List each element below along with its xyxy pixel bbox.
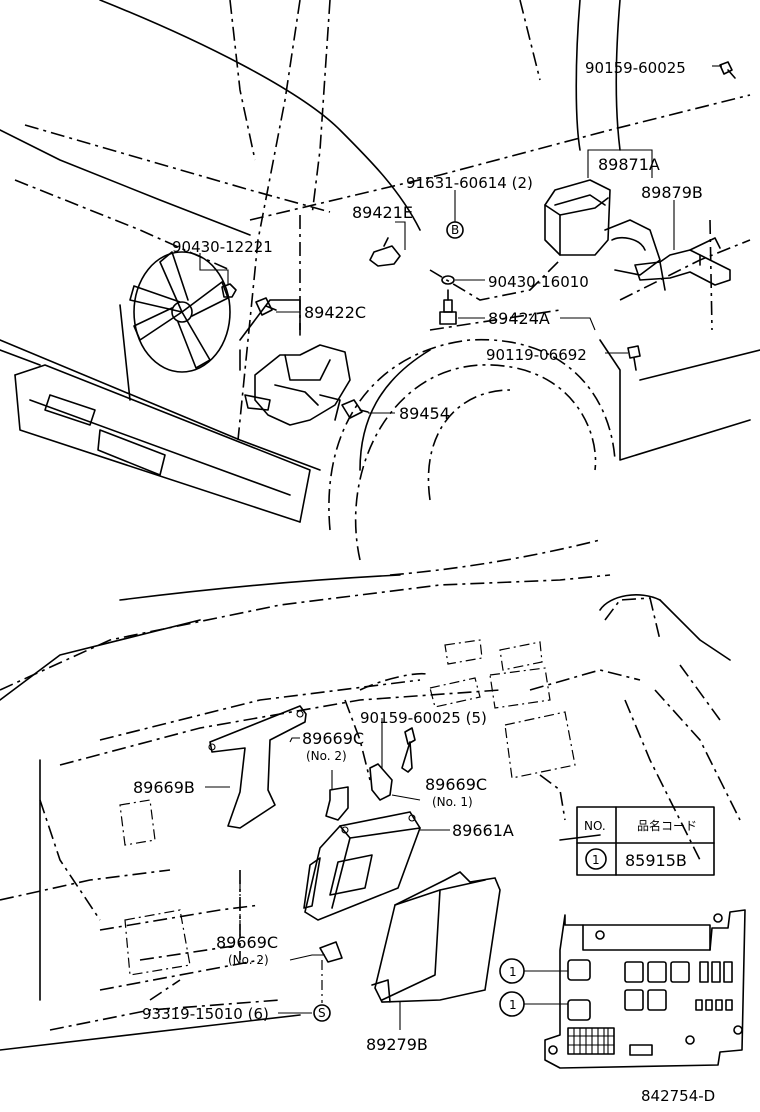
bracket-89669b [208, 705, 307, 829]
label-90159-60025-top: 90159-60025 [585, 59, 686, 77]
label-89661a: 89661A [452, 821, 514, 840]
nut-90430-12221-icon [221, 283, 237, 298]
label-89669c-b-no: (No. 1) [432, 795, 473, 809]
screw-93319-15010 [313, 1004, 331, 1022]
label-93319-15010: 93319-15010 (6) [142, 1005, 269, 1023]
bolt-90119-06692-icon [627, 345, 641, 371]
label-89669b: 89669B [133, 778, 195, 797]
figure-id: 842754-D [641, 1087, 715, 1105]
junction-box [544, 909, 746, 1069]
label-89669c-b: 89669C [425, 775, 487, 794]
label-89669c-a-no: (No. 2) [306, 749, 347, 763]
label-89669c-a: 89669C [302, 729, 364, 748]
sensor-89424a [439, 289, 457, 325]
washer-90430-16010-icon [441, 275, 455, 285]
table-header-code: 品名コード [637, 818, 697, 833]
label-89421e: 89421E [352, 203, 413, 222]
sensor-89454 [341, 399, 369, 419]
table-row-code: 85915B [625, 851, 687, 870]
bolt-90159-60025-icon [719, 61, 736, 79]
circle-one-b-text: 1 [509, 998, 517, 1012]
bracket-89879b [634, 237, 731, 291]
label-89669c-c-no: (No. 2) [228, 953, 269, 967]
label-89871a: 89871A [598, 155, 660, 174]
callout-labels: 90159-60025 89871A 89879B 91631-60614 (2… [133, 59, 715, 1105]
label-90430-16010: 90430-16010 [488, 273, 589, 291]
label-89279b: 89279B [366, 1035, 428, 1054]
label-89454: 89454 [399, 404, 450, 423]
radiator-fan [129, 251, 231, 373]
dashboard-illustration [0, 574, 746, 1069]
table-header-no: NO. [584, 819, 606, 833]
b-marker-icon [446, 221, 464, 239]
circle-one-a-text: 1 [509, 965, 517, 979]
cover-89279b [371, 871, 501, 1003]
bracket-89669c-no1 [369, 763, 393, 801]
label-91631-60614: 91631-60614 (2) [406, 174, 533, 192]
fuse-callout-1a [499, 958, 568, 984]
bracket-89669c-no2-top [325, 786, 349, 821]
table-row-no: 1 [592, 853, 600, 867]
label-90119-06692: 90119-06692 [486, 346, 587, 364]
sensor-89422c [255, 297, 277, 316]
bolt-90159-60025-icon-lower [401, 727, 416, 773]
b-marker-text: B [451, 223, 459, 237]
sensor-89421e [369, 237, 401, 267]
engine-bay-illustration [0, 0, 760, 576]
ecu-89661a [303, 811, 421, 921]
label-90430-12221: 90430-12221 [172, 238, 273, 256]
label-89422c: 89422C [304, 303, 366, 322]
label-89879b: 89879B [641, 183, 703, 202]
fuse-callout-1b [499, 991, 568, 1017]
label-90159-60025-5: 90159-60025 (5) [360, 709, 487, 727]
label-89424a: 89424A [488, 309, 550, 328]
engine-block [239, 299, 351, 426]
table-row-circle-icon [585, 848, 607, 870]
upper-control-module [544, 179, 661, 276]
s-marker-text: S [318, 1006, 326, 1020]
legend-table: NO. 品名コード 1 85915B [576, 806, 715, 876]
label-89669c-c: 89669C [216, 933, 278, 952]
bracket-89669c-no2-bottom [319, 941, 343, 963]
